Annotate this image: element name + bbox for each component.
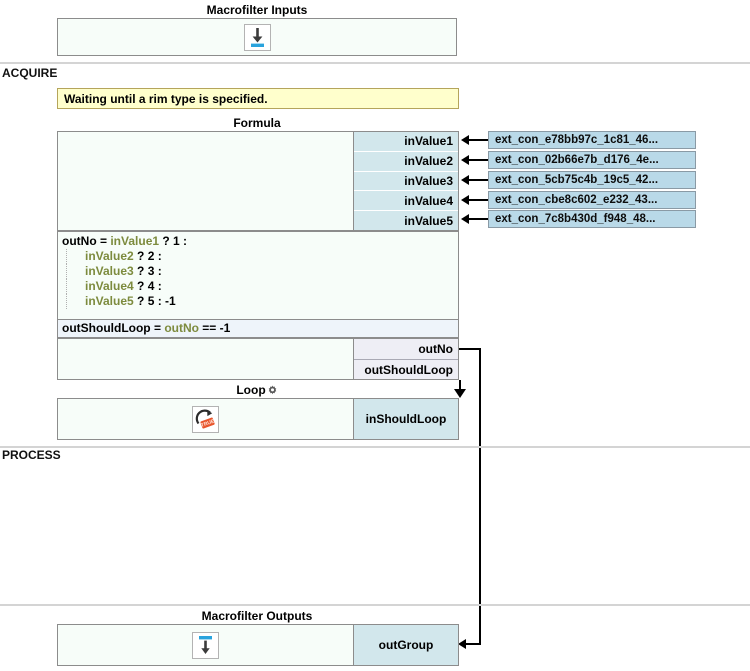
formula-block[interactable]: inValue1 inValue2 inValue3 inValue4 inVa… [57, 131, 459, 231]
loop-title: Loop [57, 383, 457, 399]
code-token: inValue3 [85, 264, 134, 278]
extcon-chip-invalue4[interactable]: ext_con_cbe8c602_e232_43... [488, 191, 696, 209]
macrofilter-inputs-body [58, 19, 456, 55]
code-token: ? 1 : [159, 234, 188, 248]
port-invalue4[interactable]: inValue4 [354, 191, 458, 212]
code-token: == -1 [198, 321, 231, 335]
section-rule-process [0, 446, 750, 448]
status-warning-bar: Waiting until a rim type is specified. [57, 88, 459, 109]
macrofilter-inputs-title: Macrofilter Inputs [206, 3, 308, 17]
extcon-arrow-5 [461, 214, 469, 224]
connector-outno-vertical [479, 348, 481, 645]
formula-input-ports: inValue1 inValue2 inValue3 inValue4 inVa… [353, 132, 458, 230]
port-invalue5[interactable]: inValue5 [354, 211, 458, 230]
formula-expression[interactable]: outNo = inValue1 ? 1 : inValue2 ? 2 : in… [57, 231, 459, 319]
code-token: = [153, 321, 165, 335]
extcon-line-1 [468, 139, 490, 141]
macrofilter-output-ports: outGroup [353, 625, 458, 665]
code-line: outNo = inValue1 ? 1 : [62, 234, 458, 249]
code-token: = [100, 234, 111, 248]
section-rule-outputs [0, 604, 750, 606]
formula-outputs-body [58, 339, 353, 379]
extcon-chip-invalue3[interactable]: ext_con_5cb75c4b_19c5_42... [488, 171, 696, 189]
formula-outputs-block[interactable]: outNo outShouldLoop [57, 338, 459, 380]
connector-outno-top [459, 348, 481, 350]
port-inshouldloop[interactable]: inShouldLoop [354, 399, 458, 439]
code-token: inValue4 [85, 279, 134, 293]
formula-output-ports: outNo outShouldLoop [353, 339, 458, 379]
code-token: outNo [62, 234, 100, 248]
port-invalue1[interactable]: inValue1 [354, 132, 458, 152]
loop-true-tag-icon: TRUE [192, 405, 219, 433]
loop-block[interactable]: TRUE inShouldLoop [57, 398, 459, 440]
extcon-arrow-1 [461, 135, 469, 145]
code-token: ? 4 : [133, 279, 162, 293]
connector-shouldloop-line [459, 380, 461, 392]
code-token: inValue2 [85, 249, 134, 263]
code-line: inValue5 ? 5 : -1 [66, 294, 458, 309]
macrofilter-inputs-block[interactable] [57, 18, 457, 56]
outputs-arrow-icon [192, 631, 219, 659]
code-line: inValue4 ? 4 : [66, 279, 458, 294]
extcon-chip-invalue2[interactable]: ext_con_02b66e7b_d176_4e... [488, 151, 696, 169]
extcon-arrow-4 [461, 195, 469, 205]
extcon-line-3 [468, 179, 490, 181]
macrofilter-outputs-block[interactable]: outGroup [57, 624, 459, 666]
extcon-line-5 [468, 218, 490, 220]
loop-title-text: Loop [236, 383, 266, 397]
connector-outno-bottom [466, 643, 481, 645]
macrofilter-outputs-body [58, 625, 353, 665]
inputs-arrow-icon [243, 23, 271, 51]
formula-title: Formula [233, 116, 281, 130]
macrofilter-outputs-title: Macrofilter Outputs [201, 609, 313, 623]
code-line: inValue3 ? 3 : [66, 264, 458, 279]
code-token: ? 2 : [133, 249, 162, 263]
loop-body: TRUE [58, 399, 353, 439]
extcon-chip-invalue5[interactable]: ext_con_7c8b430d_f948_48... [488, 210, 696, 228]
port-outno[interactable]: outNo [354, 339, 458, 360]
formula-body [58, 132, 353, 230]
section-label-process: PROCESS [2, 448, 61, 462]
code-token: ? 5 : -1 [133, 294, 176, 308]
extcon-arrow-3 [461, 175, 469, 185]
section-rule-acquire [0, 62, 750, 64]
code-token: ? 3 : [133, 264, 162, 278]
code-line: inValue2 ? 2 : [66, 249, 458, 264]
gear-icon[interactable] [267, 385, 278, 399]
port-invalue3[interactable]: inValue3 [354, 171, 458, 192]
extcon-line-2 [468, 159, 490, 161]
connector-shouldloop-arrow [454, 389, 466, 398]
port-outgroup[interactable]: outGroup [354, 625, 458, 665]
code-token: outShouldLoop [62, 321, 154, 335]
extcon-chip-invalue1[interactable]: ext_con_e78bb97c_1c81_46... [488, 131, 696, 149]
loop-input-ports: inShouldLoop [353, 399, 458, 439]
svg-text:TRUE: TRUE [200, 418, 216, 429]
code-token: inValue5 [85, 294, 134, 308]
extcon-line-4 [468, 199, 490, 201]
port-outshouldloop[interactable]: outShouldLoop [354, 360, 458, 379]
code-token: outNo [164, 321, 199, 335]
connector-outgroup-arrow [458, 639, 466, 649]
formula-expression-footer[interactable]: outShouldLoop = outNo == -1 [57, 319, 459, 338]
code-token: inValue1 [110, 234, 160, 248]
extcon-arrow-2 [461, 155, 469, 165]
section-label-acquire: ACQUIRE [2, 66, 58, 80]
port-invalue2[interactable]: inValue2 [354, 151, 458, 172]
